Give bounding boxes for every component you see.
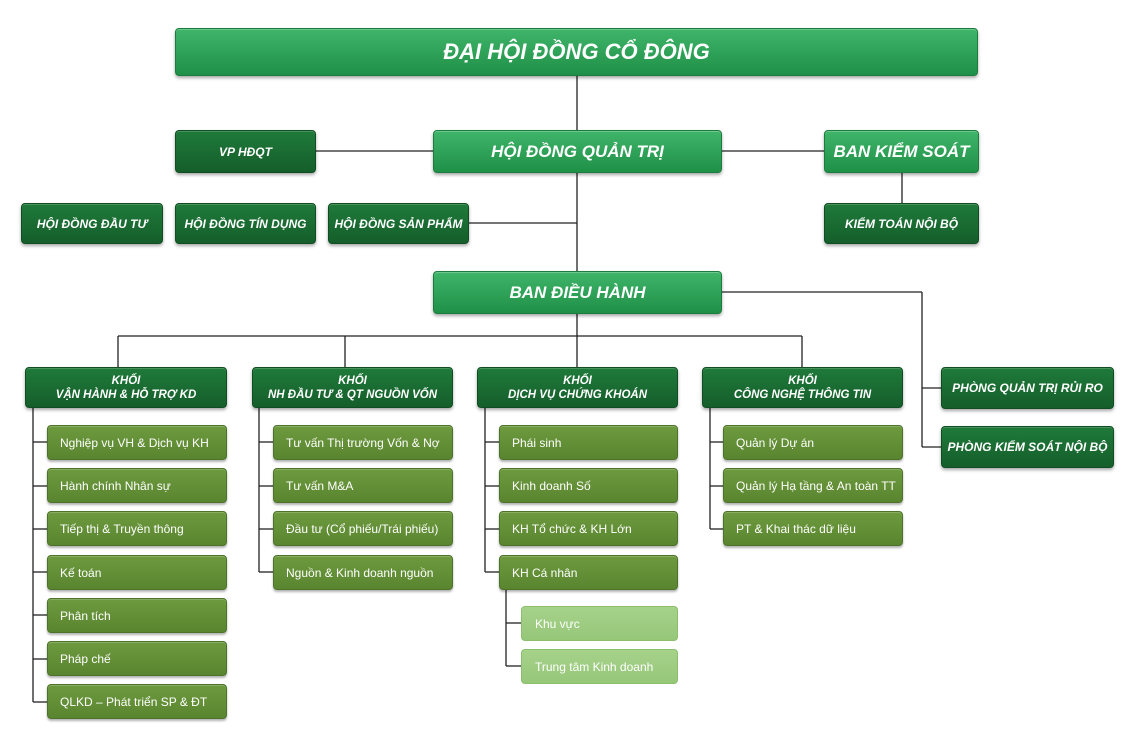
block-title: VẬN HÀNH & HỖ TRỢ KD bbox=[55, 388, 197, 401]
dept-item: Nguồn & Kinh doanh nguồn bbox=[273, 555, 453, 590]
executive-board: BAN ĐIỀU HÀNH bbox=[433, 271, 722, 314]
block-label: KHỐI bbox=[338, 374, 367, 387]
block-investment-banking-header: KHỐI NH ĐẦU TƯ & QT NGUỒN VỐN bbox=[252, 367, 453, 408]
block-it-header: KHỐI CÔNG NGHỆ THÔNG TIN bbox=[702, 367, 903, 408]
sub-dept-item: Trung tâm Kinh doanh bbox=[521, 649, 678, 684]
dept-item: KH Tổ chức & KH Lớn bbox=[499, 511, 678, 546]
block-operations-header: KHỐI VẬN HÀNH & HỖ TRỢ KD bbox=[25, 367, 227, 408]
dept-item: Nghiệp vụ VH & Dịch vụ KH bbox=[47, 425, 227, 460]
dept-item: PT & Khai thác dữ liệu bbox=[723, 511, 903, 546]
block-securities-services-header: KHỐI DỊCH VỤ CHỨNG KHOÁN bbox=[477, 367, 678, 408]
dept-item: Tiếp thị & Truyền thông bbox=[47, 511, 227, 546]
credit-committee: HỘI ĐỒNG TÍN DỤNG bbox=[175, 203, 316, 244]
dept-item: Pháp chế bbox=[47, 641, 227, 676]
block-label: KHỐI bbox=[111, 374, 141, 387]
block-label: KHỐI bbox=[563, 374, 592, 387]
board-of-directors: HỘI ĐỒNG QUẢN TRỊ bbox=[433, 130, 722, 173]
dept-item: Quản lý Hạ tầng & An toàn TT bbox=[723, 468, 903, 503]
risk-management-dept: PHÒNG QUẢN TRỊ RỦI RO bbox=[941, 367, 1114, 409]
dept-item: Phân tích bbox=[47, 598, 227, 633]
dept-item: Phái sinh bbox=[499, 425, 678, 460]
block-title: DỊCH VỤ CHỨNG KHOÁN bbox=[508, 388, 647, 401]
product-committee: HỘI ĐỒNG SẢN PHẨM bbox=[328, 203, 469, 244]
block-title: CÔNG NGHỆ THÔNG TIN bbox=[733, 388, 872, 401]
dept-item: Kế toán bbox=[47, 555, 227, 590]
internal-control-dept: PHÒNG KIỂM SOÁT NỘI BỘ bbox=[941, 426, 1114, 468]
investment-committee: HỘI ĐỒNG ĐẦU TƯ bbox=[21, 203, 163, 244]
sub-dept-item: Khu vực bbox=[521, 606, 678, 641]
block-label: KHỐI bbox=[788, 374, 817, 387]
vp-hdqt: VP HĐQT bbox=[175, 130, 316, 173]
supervisory-board: BAN KIỂM SOÁT bbox=[824, 130, 979, 173]
dept-item: KH Cá nhân bbox=[499, 555, 678, 590]
dept-item: Tư vấn Thị trường Vốn & Nợ bbox=[273, 425, 453, 460]
dept-item: Đầu tư (Cổ phiếu/Trái phiếu) bbox=[273, 511, 453, 546]
dept-item: Kinh doanh Số bbox=[499, 468, 678, 503]
internal-audit: KIỂM TOÁN NỘI BỘ bbox=[824, 203, 979, 244]
dept-item: QLKD – Phát triển SP & ĐT bbox=[47, 684, 227, 719]
block-title: NH ĐẦU TƯ & QT NGUỒN VỐN bbox=[267, 388, 438, 401]
dept-item: Hành chính Nhân sự bbox=[47, 468, 227, 503]
dept-item: Quản lý Dự án bbox=[723, 425, 903, 460]
shareholders-meeting: ĐẠI HỘI ĐỒNG CỔ ĐÔNG bbox=[175, 28, 978, 76]
dept-item: Tư vấn M&A bbox=[273, 468, 453, 503]
